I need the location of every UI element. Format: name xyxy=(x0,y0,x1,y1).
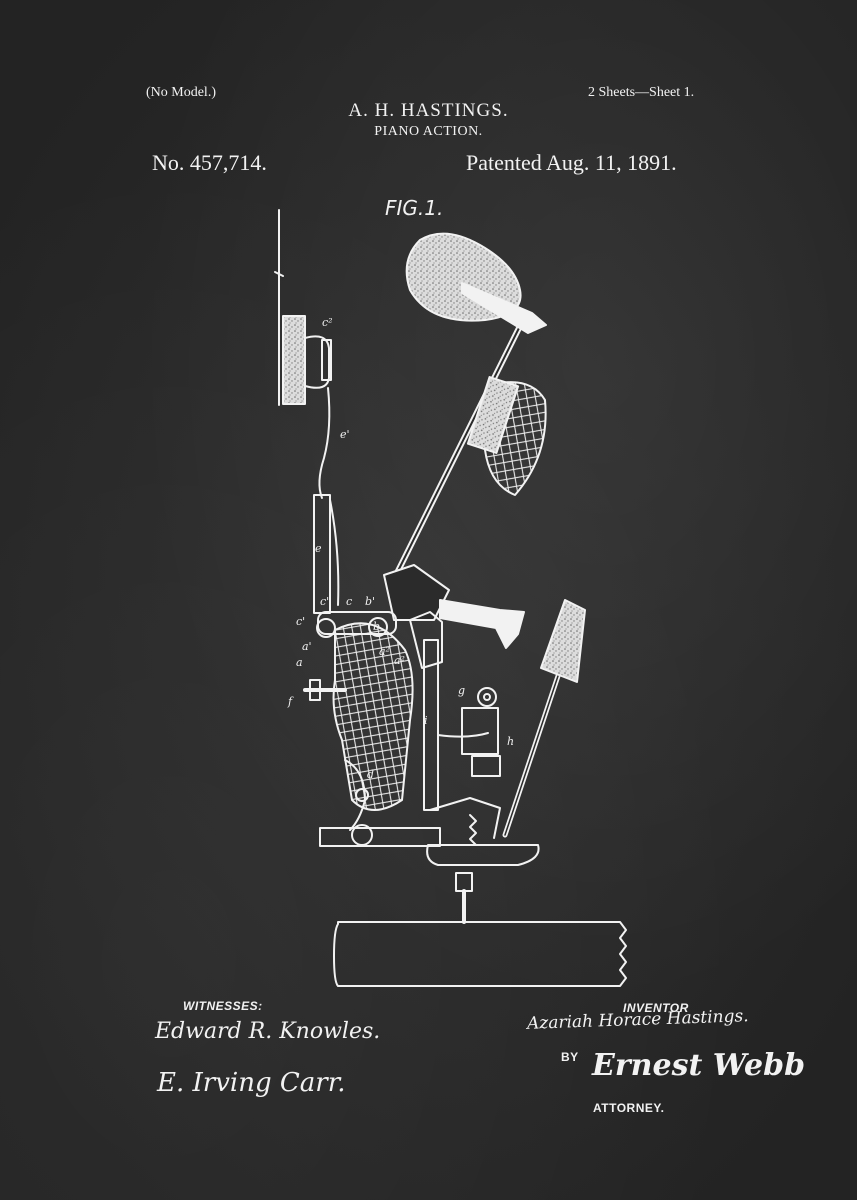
witnesses-label: WITNESSES: xyxy=(183,999,263,1013)
patent-date: Patented Aug. 11, 1891. xyxy=(466,150,677,175)
ref-e: e xyxy=(315,542,322,555)
ref-c: c xyxy=(346,595,352,608)
key-block xyxy=(333,921,627,987)
ref-f: f xyxy=(287,695,294,708)
ref-e1: e' xyxy=(340,428,350,441)
ref-b1: b' xyxy=(365,595,375,608)
ref-a1: a' xyxy=(302,640,312,653)
ref-c1-top: c' xyxy=(320,595,329,608)
ref-c1-side: c' xyxy=(296,615,305,628)
capstan xyxy=(455,872,473,892)
ref-g: g xyxy=(458,684,465,697)
damper-wire xyxy=(318,387,331,499)
reference-letters: c² e' e c' c b' c' b a' a a² a² f g i h … xyxy=(287,316,514,781)
witness-signature-1: Edward R. Knowles. xyxy=(155,1019,381,1044)
ref-c2: c² xyxy=(322,316,333,329)
patent-number: No. 457,714. xyxy=(152,150,267,175)
ref-b: b xyxy=(373,620,380,633)
witness-signature-2: E. Irving Carr. xyxy=(157,1068,346,1098)
hammer-butt xyxy=(439,599,525,649)
hammer-rail-felt xyxy=(540,599,586,683)
bracket xyxy=(461,707,499,755)
damper-felt xyxy=(282,315,306,405)
ref-a2-right: a² xyxy=(394,654,405,667)
ref-a: a xyxy=(296,656,303,669)
sheet-number: 2 Sheets—Sheet 1. xyxy=(588,85,695,100)
inventor-name: A. H. HASTINGS. xyxy=(348,100,509,121)
by-label: BY xyxy=(561,1050,579,1064)
attorney-label: ATTORNEY. xyxy=(593,1101,665,1115)
wippen xyxy=(332,622,414,811)
ref-h: h xyxy=(507,735,514,748)
ref-d: d xyxy=(367,768,374,781)
invention-title: PIANO ACTION. xyxy=(374,124,483,139)
attorney-signature: Ernest Webb xyxy=(592,1048,806,1083)
inventor-label: INVENTOR xyxy=(623,1001,689,1015)
sticker-rail xyxy=(319,827,441,847)
ref-i: i xyxy=(424,714,428,727)
ref-a2-left: a² xyxy=(379,645,390,658)
figure-label: FIG.1. xyxy=(385,196,444,220)
key-end xyxy=(426,844,540,866)
no-model-note: (No Model.) xyxy=(146,85,216,100)
